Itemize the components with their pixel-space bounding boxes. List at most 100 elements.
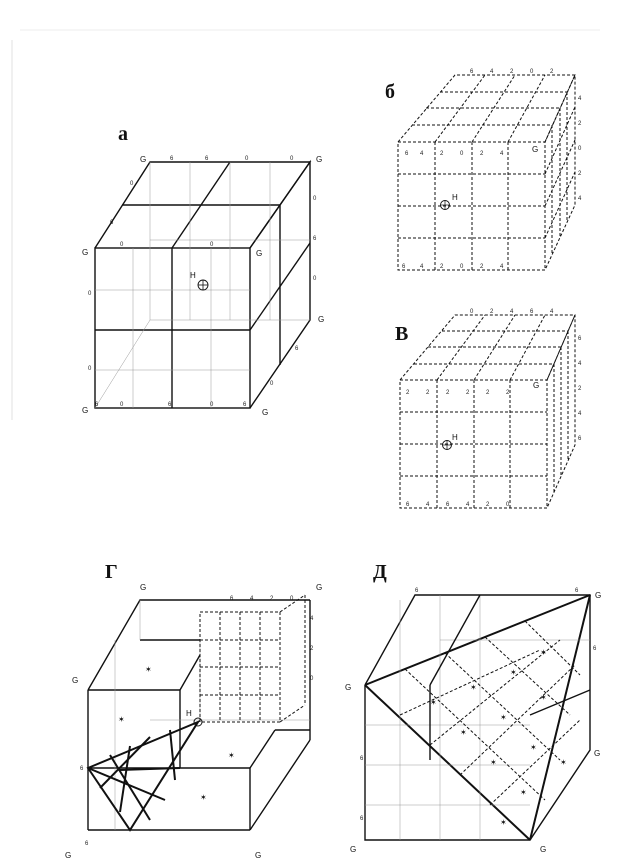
star-marker: ✶ <box>530 743 537 752</box>
number-label: 6 <box>578 336 582 342</box>
star-marker: ✶ <box>540 648 547 657</box>
number-label: 2 <box>406 390 410 396</box>
number-label: 0 <box>506 502 510 508</box>
number-label: 2 <box>486 502 490 508</box>
number-label: 6 <box>313 236 317 242</box>
number-label: 4 <box>578 196 582 202</box>
star-marker: ✶ <box>470 683 477 692</box>
number-label: 0 <box>470 309 474 315</box>
number-label: 0 <box>88 366 92 372</box>
panel-d: Д ✶ ✶ ✶ ✶ ✶ ✶ ✶ ✶ <box>345 561 601 854</box>
number-label: 0 <box>290 596 294 602</box>
number-label: 0 <box>210 242 214 248</box>
number-label: 6 <box>415 588 419 594</box>
number-label: 0 <box>130 181 134 187</box>
star-marker: ✶ <box>540 693 547 702</box>
panel-a: а H G G G G G G G <box>82 123 324 417</box>
number-label: 6 <box>295 346 299 352</box>
number-label: 4 <box>578 411 582 417</box>
panel-g: Г H <box>65 561 322 859</box>
panel-a-h-label: H <box>190 271 196 280</box>
number-label: 4 <box>466 502 470 508</box>
number-label: 2 <box>480 151 484 157</box>
number-label: 0 <box>290 156 294 162</box>
panel-g-g-label: G <box>140 583 146 592</box>
number-label: 2 <box>578 171 582 177</box>
number-label: 4 <box>250 596 254 602</box>
number-label: 6 <box>470 69 474 75</box>
number-label: 6 <box>85 841 89 847</box>
panel-d-g-label: G <box>594 749 600 758</box>
panel-v-g-label: G <box>533 381 539 390</box>
number-label: 4 <box>426 502 430 508</box>
panel-g-dashed-lattice <box>199 594 306 723</box>
number-label: 0 <box>310 676 314 682</box>
number-label: 6 <box>405 151 409 157</box>
panel-v-letter: В <box>395 323 408 345</box>
panel-a-g-label: G <box>256 249 262 258</box>
star-marker: ✶ <box>145 665 152 674</box>
panel-d-letter: Д <box>373 561 387 583</box>
number-label: 2 <box>426 390 430 396</box>
number-label: 2 <box>446 390 450 396</box>
number-label: 2 <box>510 69 514 75</box>
number-label: 2 <box>440 264 444 270</box>
panel-a-g-label: G <box>82 248 88 257</box>
number-label: 2 <box>506 390 510 396</box>
panel-a-g-label: G <box>262 408 268 417</box>
number-label: 0 <box>210 402 214 408</box>
number-label: 4 <box>310 616 314 622</box>
number-label: 0 <box>245 156 249 162</box>
number-label: 6 <box>446 502 450 508</box>
panel-b-top-face <box>397 74 576 143</box>
panel-a-g-label: G <box>140 155 146 164</box>
number-label: 6 <box>593 646 597 652</box>
number-label: 0 <box>460 264 464 270</box>
star-marker: ✶ <box>228 751 235 760</box>
number-label: 4 <box>500 151 504 157</box>
panel-g-g-label: G <box>316 583 322 592</box>
panel-d-cube-outline <box>364 594 591 841</box>
number-label: 6 <box>168 402 172 408</box>
star-marker: ✶ <box>200 793 207 802</box>
number-label: 0 <box>313 276 317 282</box>
number-label: 4 <box>420 151 424 157</box>
number-label: 6 <box>205 156 209 162</box>
panel-a-g-label: G <box>318 315 324 324</box>
number-label: 2 <box>480 264 484 270</box>
panel-d-dashed-lattice <box>399 620 581 806</box>
panel-a-g-label: G <box>316 155 322 164</box>
panel-g-h-site <box>193 717 203 727</box>
number-label: 0 <box>460 151 464 157</box>
panel-v-h-site <box>442 440 452 450</box>
star-marker: ✶ <box>500 713 507 722</box>
number-label: 2 <box>490 309 494 315</box>
number-label: 6 <box>575 588 579 594</box>
panel-d-g-label: G <box>540 845 546 854</box>
panel-b-h-label: H <box>452 193 458 202</box>
panel-g-g-label: G <box>72 676 78 685</box>
number-label: 4 <box>420 264 424 270</box>
panel-g-g-label: G <box>65 851 71 859</box>
star-marker: ✶ <box>118 715 125 724</box>
number-label: 0 <box>313 196 317 202</box>
number-label: 4 <box>578 361 582 367</box>
number-label: 2 <box>550 69 554 75</box>
number-label: 6 <box>360 816 364 822</box>
panel-g-h-label: H <box>186 709 192 718</box>
number-label: 4 <box>550 309 554 315</box>
number-label: 0 <box>88 291 92 297</box>
number-label: 6 <box>402 264 406 270</box>
star-marker: ✶ <box>430 698 437 707</box>
panel-d-g-label: G <box>350 845 356 854</box>
number-label: 0 <box>120 242 124 248</box>
number-label: 2 <box>578 121 582 127</box>
number-label: 4 <box>490 69 494 75</box>
number-label: 6 <box>80 766 84 772</box>
number-label: 6 <box>360 756 364 762</box>
panel-g-bold-network <box>86 719 201 832</box>
star-marker: ✶ <box>500 818 507 827</box>
panel-d-g-label: G <box>595 591 601 600</box>
number-label: 6 <box>243 402 247 408</box>
